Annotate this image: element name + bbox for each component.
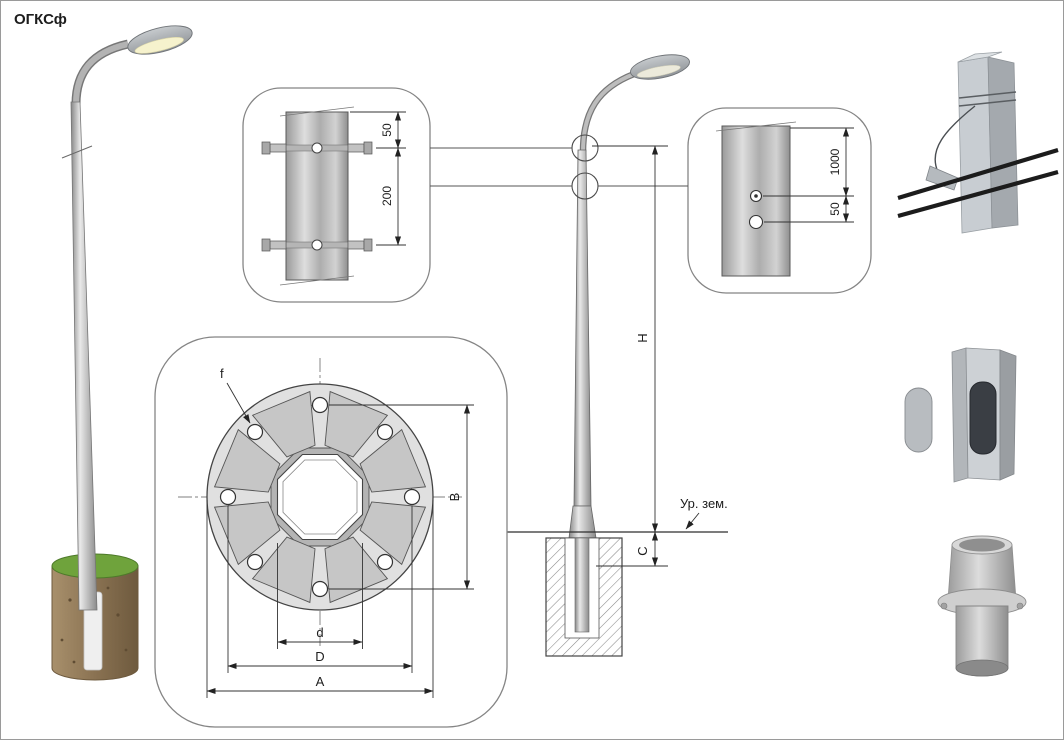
cable-1 xyxy=(897,147,1059,201)
dim-D: D xyxy=(315,649,324,664)
clamp-bolt-lower xyxy=(261,238,373,252)
render-cable-clamps xyxy=(897,51,1059,234)
dim-d: d xyxy=(316,625,323,640)
pole-shaft xyxy=(70,101,98,611)
embed-dimension xyxy=(596,531,668,567)
cable-2 xyxy=(897,169,1059,219)
render-access-hatch xyxy=(904,347,1017,483)
pole-base-flare xyxy=(568,505,597,539)
detail-top-clamps: 50 200 xyxy=(242,87,431,303)
lamp-head xyxy=(630,54,690,80)
height-dimension xyxy=(592,145,668,533)
pole-seam xyxy=(61,145,93,159)
dim-H: H xyxy=(635,333,650,342)
dim-A: A xyxy=(316,674,325,689)
lamp-head xyxy=(127,25,193,55)
top-detail-dimensions xyxy=(350,111,406,246)
dim-f: f xyxy=(220,366,224,381)
pole-render-3d xyxy=(51,25,193,681)
dim-B: B xyxy=(447,493,462,502)
f-leader xyxy=(226,382,251,424)
hatch-cover-plate xyxy=(904,387,933,453)
dim-50-top: 50 xyxy=(380,123,394,137)
bottom-dimensions xyxy=(206,500,434,698)
pole-section xyxy=(285,111,349,281)
detail-right-hole: 1000 50 xyxy=(687,107,872,294)
hatch-opening xyxy=(969,381,997,455)
lamp-arm xyxy=(73,41,129,105)
dim-1000: 1000 xyxy=(828,148,842,175)
side-detail-dimensions xyxy=(763,127,854,223)
suspension-wire xyxy=(934,105,976,173)
clamp-bolt-upper xyxy=(261,141,373,155)
B-dimension xyxy=(329,404,474,590)
render-base-cup xyxy=(937,535,1027,677)
center-octagon-hole xyxy=(276,453,364,541)
center-octagon-inner xyxy=(282,459,358,535)
cup-opening xyxy=(959,538,1005,552)
detail-flange-plan: f B d D A xyxy=(154,336,508,728)
ground-level-label: Ур. зем. xyxy=(680,496,728,511)
ground-leader-arrow xyxy=(685,512,700,530)
flange-bolt-holes xyxy=(219,396,421,598)
pole-embedded xyxy=(574,537,590,633)
pole-elevation: H C Ур. зем. xyxy=(430,54,728,657)
cable-hole xyxy=(748,214,764,230)
dim-200: 200 xyxy=(380,186,394,206)
dim-C: C xyxy=(635,546,650,555)
drawing-title: ОГКСф xyxy=(14,11,67,28)
dim-50-side: 50 xyxy=(828,202,842,216)
lamp-arm xyxy=(581,72,635,153)
cup-bottom xyxy=(955,659,1009,677)
